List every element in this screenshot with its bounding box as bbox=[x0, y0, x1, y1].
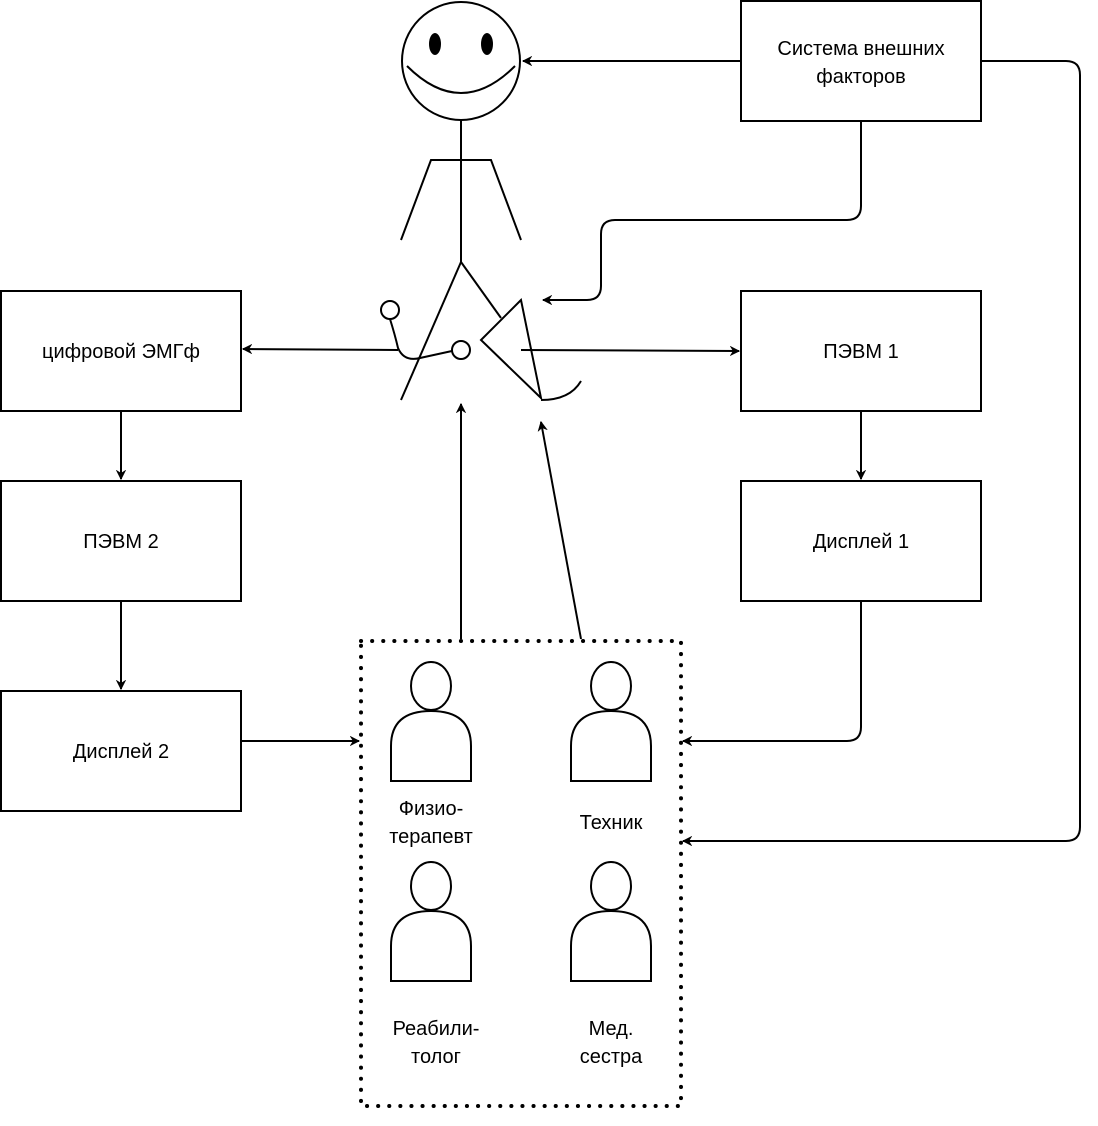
pc2-label: ПЭВМ 2 bbox=[83, 531, 158, 553]
physio-person-icon bbox=[390, 661, 472, 782]
rehab-person: Реабили- толог bbox=[390, 861, 480, 1068]
display2-label: Дисплей 2 bbox=[73, 741, 169, 763]
pc1-label: ПЭВМ 1 bbox=[823, 341, 898, 363]
external-factors-label-line1: Система внешних bbox=[777, 38, 944, 60]
patient-head bbox=[401, 1, 521, 121]
emg-label: цифровой ЭМГф bbox=[42, 341, 200, 363]
pc2-node: ПЭВМ 2 bbox=[0, 480, 242, 602]
rehab-person-icon bbox=[390, 861, 472, 982]
external-factors-label-line2: факторов bbox=[816, 66, 905, 88]
physio-label-line1: Физио- bbox=[399, 798, 464, 820]
electrode-left bbox=[380, 300, 400, 320]
physio-person: Физио- терапевт bbox=[389, 661, 473, 848]
display2-node: Дисплей 2 bbox=[0, 690, 242, 812]
edge-display1-to-team bbox=[683, 601, 862, 741]
nurse-label-line2: сестра bbox=[580, 1046, 643, 1068]
display1-node: Дисплей 1 bbox=[740, 480, 982, 602]
edge-team-to-patient-right bbox=[541, 422, 582, 640]
rehab-label-line2: толог bbox=[411, 1046, 461, 1068]
patient-right-eye bbox=[481, 33, 493, 55]
edge-external-to-team bbox=[683, 60, 1081, 841]
electrode-right bbox=[451, 340, 471, 360]
edge-device-to-pc1 bbox=[520, 350, 739, 351]
patient-left-leg bbox=[400, 261, 462, 401]
electrode-cable bbox=[389, 318, 453, 360]
patient-foot bbox=[540, 380, 582, 401]
technician-label: Техник bbox=[580, 812, 643, 834]
patient-leg-device bbox=[479, 297, 543, 401]
technician-person: Техник bbox=[570, 661, 652, 834]
patient-figure bbox=[380, 1, 582, 401]
team-container bbox=[359, 639, 683, 1108]
patient-right-leg bbox=[460, 261, 502, 319]
technician-person-icon bbox=[570, 661, 652, 782]
emg-node: цифровой ЭМГф bbox=[0, 290, 242, 412]
external-factors-node: Система внешних факторов bbox=[740, 0, 982, 122]
rehab-label-line1: Реабили- bbox=[393, 1018, 480, 1040]
patient-arms bbox=[400, 159, 522, 241]
nurse-person: Мед. сестра bbox=[570, 861, 652, 1068]
physio-label-line2: терапевт bbox=[389, 826, 473, 848]
patient-left-eye bbox=[429, 33, 441, 55]
display1-label: Дисплей 1 bbox=[813, 531, 909, 553]
nurse-person-icon bbox=[570, 861, 652, 982]
pc1-node: ПЭВМ 1 bbox=[740, 290, 982, 412]
edge-electrode-to-emg bbox=[243, 349, 399, 350]
patient-smile bbox=[406, 65, 516, 94]
nurse-label-line1: Мед. bbox=[589, 1018, 634, 1040]
edge-external-to-patient-leg bbox=[543, 121, 862, 300]
